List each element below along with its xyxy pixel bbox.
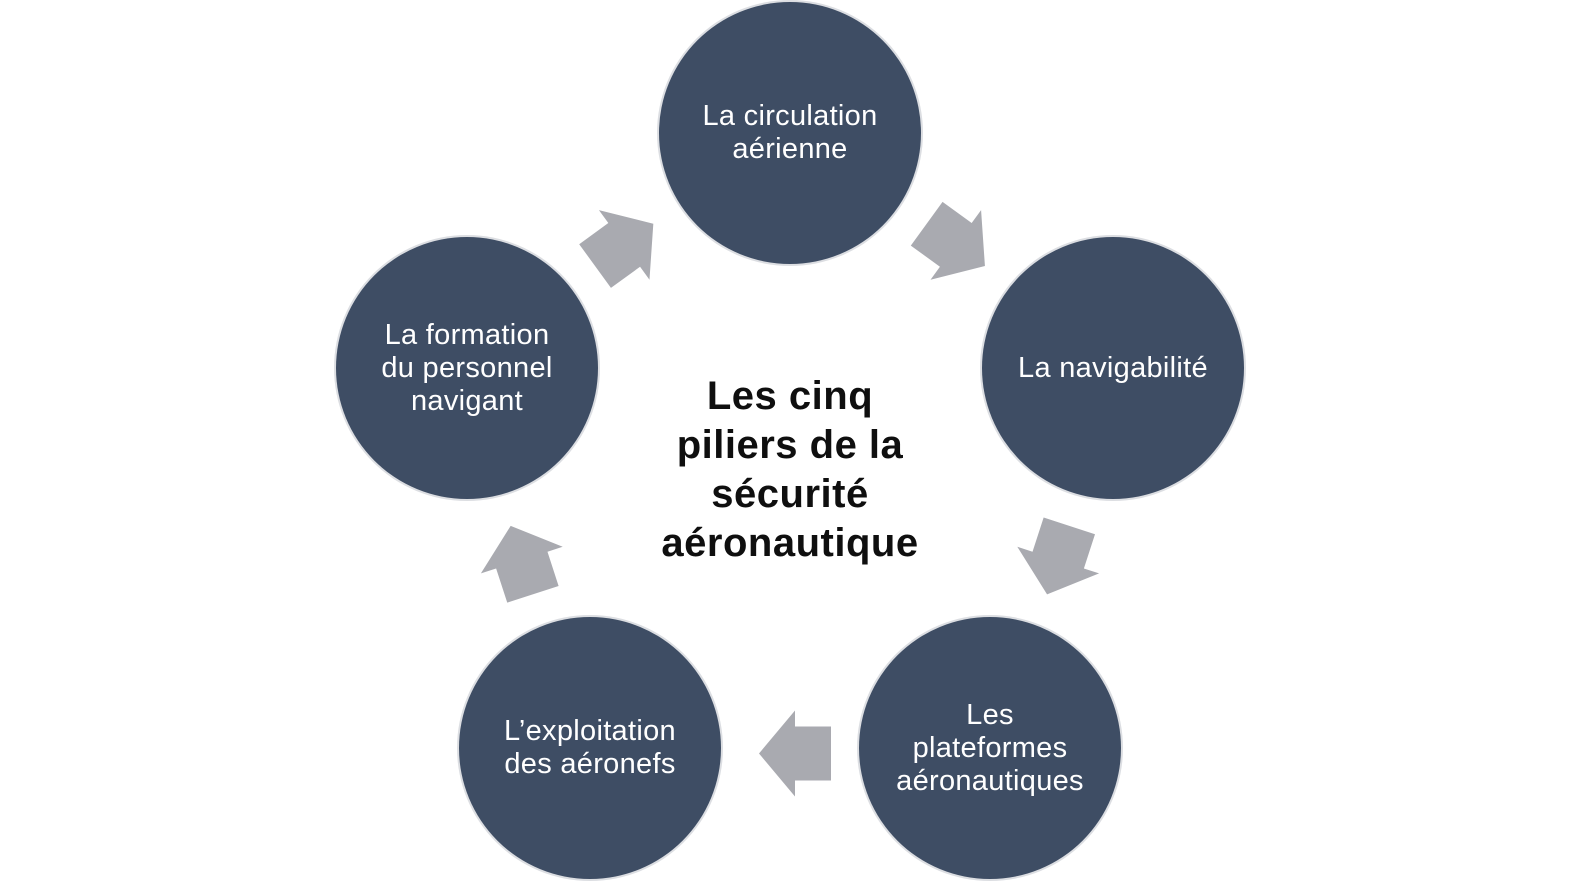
diagram-title: Les cinq piliers de la sécurité aéronaut… [565,372,1015,568]
cycle-node-label: Les plateformes aéronautiques [896,699,1084,798]
cycle-node-label: La navigabilité [1018,352,1208,385]
node-label-line: La formation [384,318,550,351]
cycle-node-formation-personnel-navigant: La formation du personnel navigant [336,237,598,499]
title-line: Les cinq [706,374,874,418]
cycle-node-circulation-aerienne: La circulation aérienne [659,2,921,264]
node-label-line: L’exploitation [504,715,676,747]
node-label-line: aéronautiques [896,764,1084,797]
node-label-line: navigant [410,384,524,417]
arrow-down-left-icon [1017,517,1100,595]
node-label-line: aérienne [732,133,848,165]
arrow-down-right-icon [910,201,985,280]
cycle-node-label: La formation du personnel navigant [381,319,552,418]
node-label-line: La circulation [702,100,878,132]
node-label-line: La navigabilité [1018,351,1208,384]
arrow-left-icon [759,710,831,797]
node-label-line: Les [966,698,1014,731]
cycle-node-navigabilite: La navigabilité [982,237,1244,499]
title-line: aéronautique [661,521,919,565]
node-label-line: du personnel [381,351,553,384]
cycle-node-exploitation-aeronefs: L’exploitation des aéronefs [459,617,721,879]
node-label-line: plateformes [912,731,1068,764]
cycle-node-label: L’exploitation des aéronefs [504,715,676,781]
cycle-node-label: La circulation aérienne [702,100,877,166]
title-line: sécurité [711,472,869,516]
arrow-up-right-icon [579,210,654,288]
title-line: piliers de la [676,423,904,467]
arrow-up-icon [480,525,563,603]
cycle-node-plateformes-aeronautiques: Les plateformes aéronautiques [859,617,1121,879]
node-label-line: des aéronefs [504,748,676,780]
